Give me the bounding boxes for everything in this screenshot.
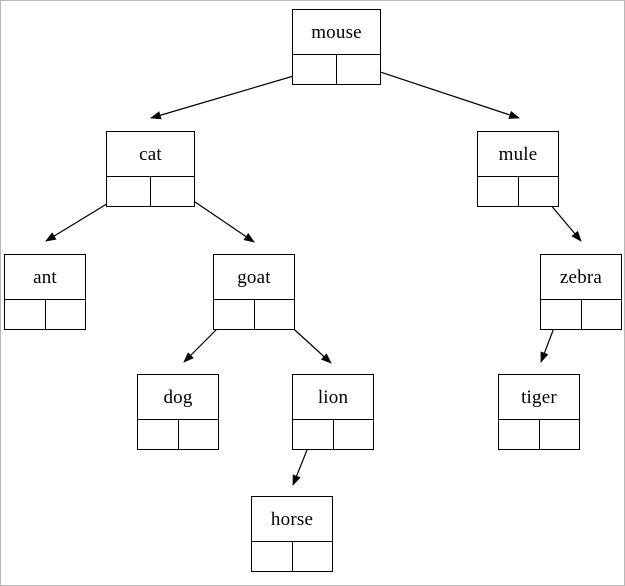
left-pointer-cell-tiger: [499, 420, 540, 449]
tree-node-pointers-goat: [214, 299, 294, 329]
tree-node-label-cat: cat: [139, 143, 162, 165]
tree-node-label-mule: mule: [498, 143, 538, 165]
left-pointer-cell-mouse: [293, 55, 337, 84]
tree-node-goat[interactable]: goat: [213, 254, 295, 330]
tree-node-pointers-cat: [107, 176, 194, 206]
tree-node-lion[interactable]: lion: [292, 374, 374, 450]
tree-node-tiger[interactable]: tiger: [498, 374, 580, 450]
tree-node-label-dog: dog: [163, 386, 193, 408]
tree-node-cat[interactable]: cat: [106, 131, 195, 207]
tree-node-label-tiger: tiger: [521, 386, 557, 408]
right-pointer-cell-zebra: [582, 300, 622, 329]
right-pointer-cell-tiger: [540, 420, 580, 449]
right-pointer-cell-ant: [46, 300, 86, 329]
left-pointer-cell-cat: [107, 177, 151, 206]
tree-node-pointers-lion: [293, 419, 373, 449]
tree-node-pointers-horse: [252, 541, 332, 571]
tree-node-pointers-mouse: [293, 54, 380, 84]
tree-node-label-lion: lion: [317, 386, 349, 408]
right-pointer-cell-dog: [179, 420, 219, 449]
tree-edge-mouse-to-cat: [150, 69, 315, 120]
tree-node-mule[interactable]: mule: [477, 131, 559, 207]
tree-node-mouse[interactable]: mouse: [292, 9, 381, 85]
left-pointer-cell-horse: [252, 542, 293, 571]
tree-node-zebra[interactable]: zebra: [540, 254, 622, 330]
right-pointer-cell-cat: [151, 177, 194, 206]
tree-node-horse[interactable]: horse: [251, 496, 333, 572]
right-pointer-cell-horse: [293, 542, 333, 571]
tree-node-ant[interactable]: ant: [4, 254, 86, 330]
left-pointer-cell-ant: [5, 300, 46, 329]
tree-node-pointers-zebra: [541, 299, 621, 329]
right-pointer-cell-mouse: [337, 55, 380, 84]
tree-node-dog[interactable]: dog: [137, 374, 219, 450]
tree-node-pointers-ant: [5, 299, 85, 329]
left-pointer-cell-dog: [138, 420, 179, 449]
tree-node-pointers-tiger: [499, 419, 579, 449]
left-pointer-cell-mule: [478, 177, 519, 206]
tree-node-label-goat: goat: [237, 266, 271, 288]
right-pointer-cell-lion: [334, 420, 374, 449]
tree-node-label-zebra: zebra: [559, 266, 603, 288]
left-pointer-cell-lion: [293, 420, 334, 449]
right-pointer-cell-mule: [519, 177, 559, 206]
left-pointer-cell-goat: [214, 300, 255, 329]
tree-node-pointers-dog: [138, 419, 218, 449]
tree-node-pointers-mule: [478, 176, 558, 206]
right-pointer-cell-goat: [255, 300, 295, 329]
left-pointer-cell-zebra: [541, 300, 582, 329]
tree-node-label-ant: ant: [33, 266, 57, 288]
tree-node-label-horse: horse: [270, 508, 314, 530]
tree-node-label-mouse: mouse: [311, 21, 362, 43]
